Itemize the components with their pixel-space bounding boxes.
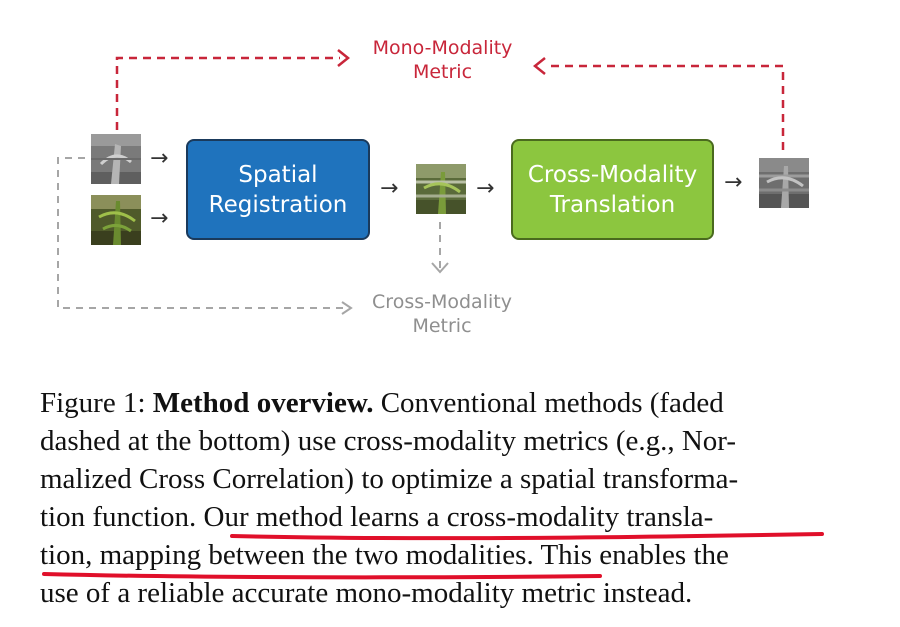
arrow-registration-to-image: → <box>380 176 399 201</box>
caption-title: Method overview. <box>152 387 374 419</box>
down-arrowhead <box>431 262 449 274</box>
input-image-grey <box>91 134 141 184</box>
caption-line-1: Figure 1: Method overview. Conventional … <box>40 384 830 422</box>
caption-line-3: malized Cross Correlation) to optimize a… <box>40 463 739 495</box>
cross-metric-line2: Metric <box>412 315 472 337</box>
cross-modality-translation-box: Cross-Modality Translation <box>511 139 714 240</box>
caption-line4-a: tion function. <box>40 501 204 533</box>
figure-caption: Figure 1: Method overview. Conventional … <box>40 384 830 612</box>
mono-metric-left-path <box>115 56 340 130</box>
translation-line1: Cross-Modality <box>527 161 698 188</box>
method-overview-diagram: Mono-Modality Metric Cross-Modality Metr… <box>57 36 809 338</box>
cross-metric-arrowhead <box>341 301 353 315</box>
caption-line-5: tion, mapping between the two modalities… <box>40 536 830 574</box>
cross-metric-path <box>57 157 345 309</box>
spatial-registration-line2: Registration <box>208 191 348 218</box>
spatial-registration-box: Spatial Registration <box>186 139 370 240</box>
cross-metric-line1: Cross-Modality <box>372 291 512 313</box>
translation-line2: Translation <box>549 191 676 218</box>
mono-metric-line2: Metric <box>412 61 473 83</box>
caption-line-4: tion function. Our method learns a cross… <box>40 498 830 536</box>
caption-line1-rest: Conventional methods (faded <box>373 387 724 419</box>
caption-line5-b: This enables the <box>533 539 729 571</box>
caption-line-2: dashed at the bottom) use cross-modality… <box>40 425 737 457</box>
arrow-input1-to-registration: → <box>150 146 169 171</box>
caption-line-6: use of a reliable accurate mono-modality… <box>40 577 693 609</box>
spatial-registration-line1: Spatial <box>238 161 318 188</box>
connector-lines <box>57 49 785 315</box>
mono-metric-left-arrowhead <box>337 49 351 67</box>
figure-label: Figure 1: <box>40 387 153 419</box>
cross-modality-metric-label: Cross-Modality Metric <box>352 290 532 338</box>
mono-modality-metric-label: Mono-Modality Metric <box>350 36 535 84</box>
registered-image <box>416 164 466 214</box>
mono-metric-right-path <box>545 64 785 150</box>
translated-image-grey <box>759 158 809 208</box>
highlighted-text-part1: Our method learns a cross-modality trans… <box>203 501 714 533</box>
arrow-translation-to-output: → <box>724 170 743 195</box>
mono-metric-right-arrowhead <box>532 57 546 75</box>
highlighted-text-part2: tion, mapping between the two modalities… <box>40 539 534 571</box>
input-image-color <box>91 195 141 245</box>
arrow-image-to-translation: → <box>476 176 495 201</box>
arrow-input2-to-registration: → <box>150 206 169 231</box>
mono-metric-line1: Mono-Modality <box>372 37 513 59</box>
